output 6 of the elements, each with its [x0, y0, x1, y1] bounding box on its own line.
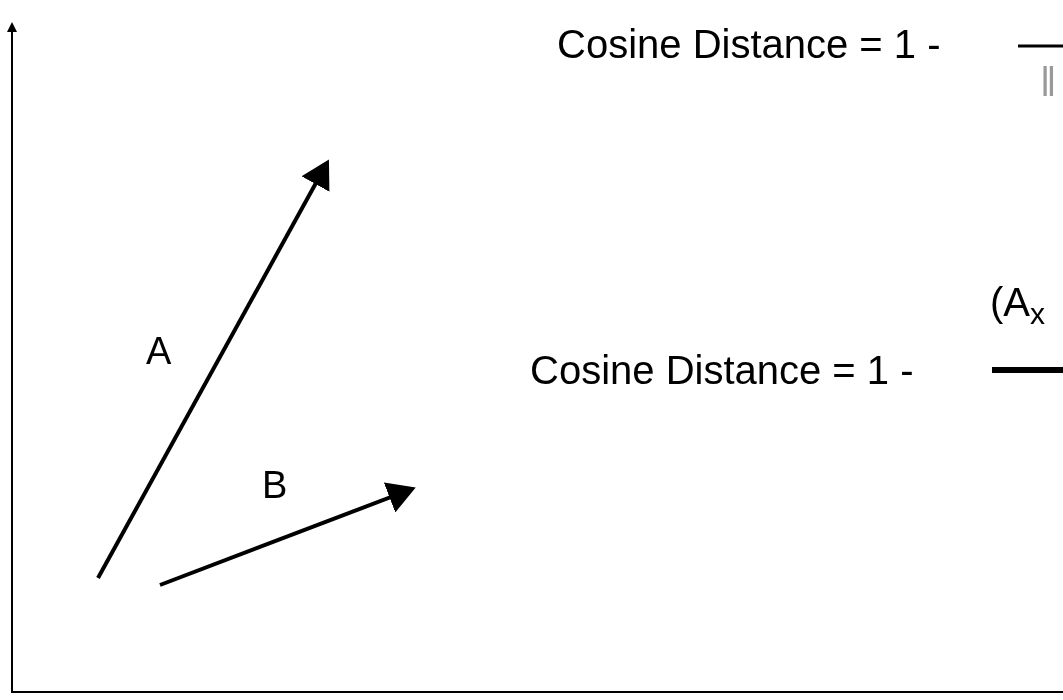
formula-text: (A$_{x}$ — [990, 282, 1045, 322]
vector-label: B — [262, 466, 288, 504]
formula-text: ‖ — [1040, 62, 1057, 102]
vector-label: A — [146, 332, 172, 370]
formula-text: Cosine Distance = 1 - — [530, 350, 914, 390]
formula-text: Cosine Distance = 1 - — [557, 24, 941, 64]
